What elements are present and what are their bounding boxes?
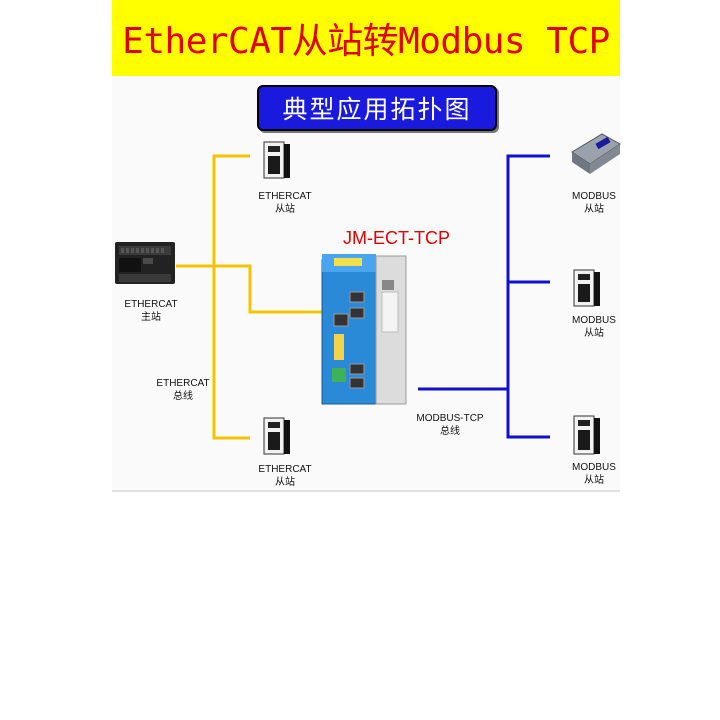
ethercat-bus-line bbox=[212, 154, 250, 440]
title-banner: EtherCAT从站转Modbus TCP bbox=[112, 0, 620, 76]
gateway-device-icon bbox=[321, 254, 407, 405]
diagram-subtitle: 典型应用拓扑图 bbox=[282, 95, 472, 124]
page-title: EtherCAT从站转Modbus TCP bbox=[122, 21, 610, 62]
io-module-icon bbox=[571, 133, 621, 174]
modbus-bus-line bbox=[506, 154, 550, 439]
plc-master-icon bbox=[115, 242, 175, 284]
servo-drive-icon bbox=[263, 417, 290, 455]
ethercat-gateway-link bbox=[214, 264, 322, 314]
servo-drive-icon bbox=[263, 141, 290, 179]
gateway-label: JM-ECT-TCP bbox=[343, 228, 450, 248]
servo-drive-icon bbox=[573, 269, 600, 307]
servo-drive-icon bbox=[573, 415, 600, 455]
subtitle-box: 典型应用拓扑图 bbox=[257, 85, 497, 131]
